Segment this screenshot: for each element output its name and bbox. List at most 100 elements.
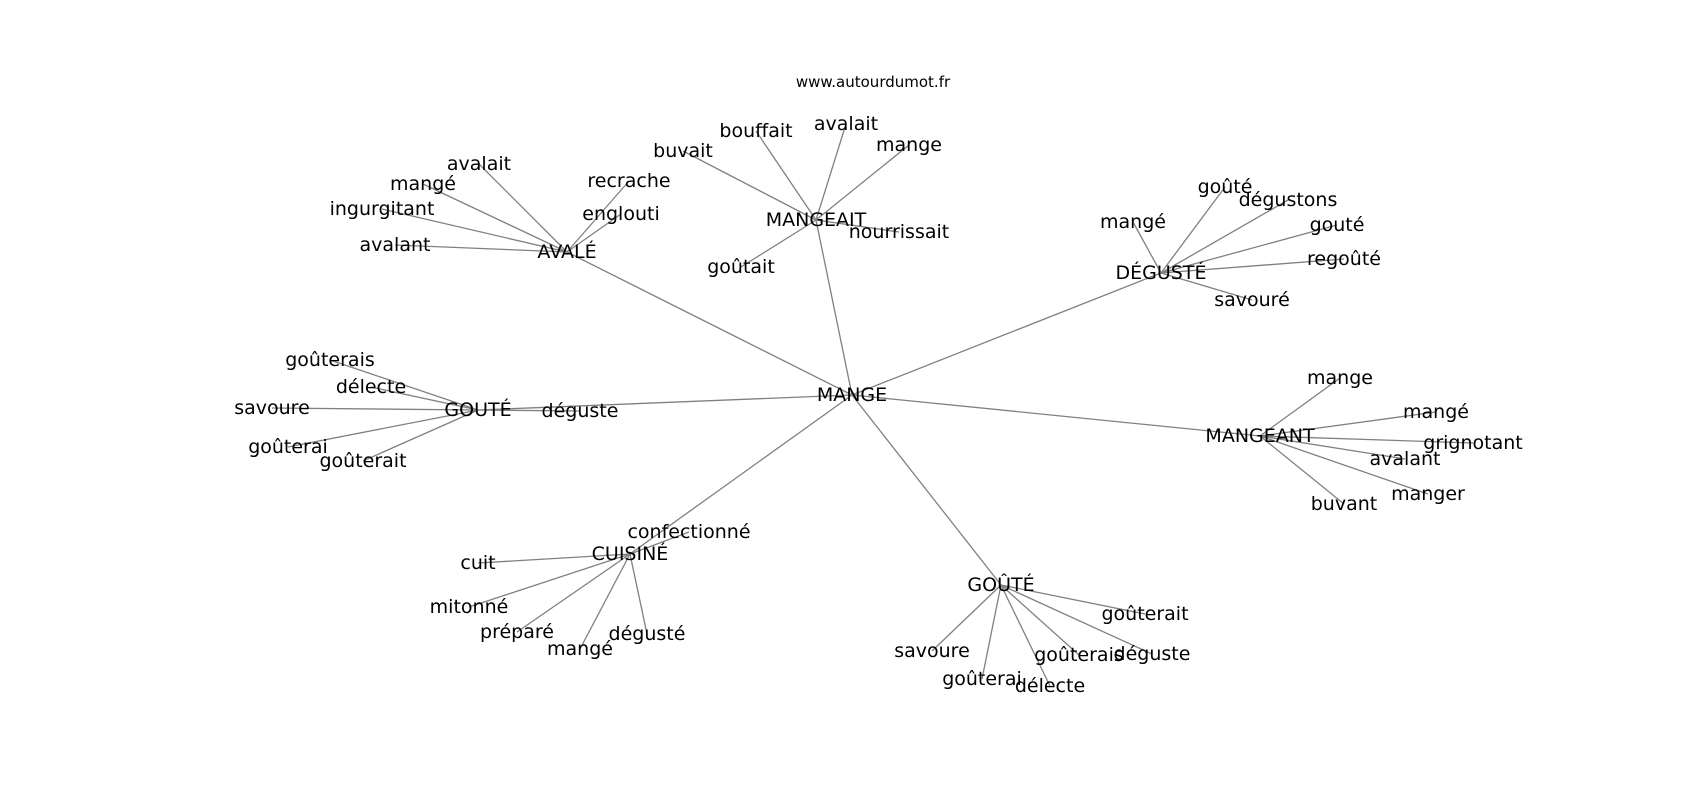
node-leaf: déguste (542, 400, 619, 422)
node-leaf: goûtait (707, 256, 775, 278)
edge-avale-leaf (381, 208, 568, 253)
edge-avale-leaf (394, 244, 568, 253)
node-leaf: confectionné (627, 521, 750, 543)
node-hub-mangeant: MANGEANT (1205, 425, 1315, 447)
edge-mangeait-leaf (815, 219, 900, 233)
node-leaf: mangé (390, 173, 456, 195)
node-leaf: goûterait (319, 450, 406, 472)
node-leaf: savoure (894, 640, 970, 662)
node-hub-mangeait: MANGEAIT (766, 209, 867, 231)
edge-center-goute (477, 394, 853, 411)
node-leaf: avalant (360, 234, 431, 256)
node-hub-deguste: DÉGUSTÉ (1116, 261, 1207, 284)
edge-cuisine-leaf (629, 553, 648, 635)
edge-mangeant-leaf (1259, 377, 1341, 437)
edge-cuisine-leaf (579, 553, 631, 650)
node-leaf: cuit (460, 552, 495, 574)
edge-deguste-leaf (1160, 272, 1253, 301)
node-leaf: déguste (1114, 643, 1191, 665)
edge-center-mangeant (851, 394, 1261, 437)
edge-avale-leaf (566, 213, 622, 253)
node-leaf: goûterais (285, 349, 375, 371)
node-leaf: avalait (814, 113, 878, 135)
edge-deguste-leaf (1132, 221, 1162, 274)
edge-cuisine-leaf (629, 531, 690, 555)
edge-deguste-leaf (1160, 224, 1338, 274)
edge-mangeait-leaf (815, 123, 847, 221)
edge-center-cuisine (629, 394, 853, 555)
node-leaf: goûterai (248, 436, 328, 458)
edge-goute-leaf (370, 386, 479, 411)
graph-edges (271, 123, 1474, 687)
graph-nodes: MANGEAVALÉavalaitmangéingurgitantavalant… (234, 113, 1523, 697)
node-leaf: délecte (336, 376, 406, 398)
node-leaf: buvait (653, 140, 713, 162)
node-leaf: dégusté (609, 623, 686, 645)
edge-deguste-leaf (1160, 258, 1345, 274)
edge-mangeant-leaf (1259, 411, 1437, 437)
node-leaf: goûterait (1101, 603, 1188, 625)
node-leaf: buvant (1311, 493, 1377, 515)
node-leaf: avalait (447, 153, 511, 175)
node-leaf: goûterais (1034, 644, 1124, 666)
node-center-mange: MANGE (817, 384, 887, 406)
node-hub-goute: GOUTÉ (444, 398, 511, 421)
node-leaf: savouré (1214, 289, 1290, 311)
edge-deguste-leaf (1160, 199, 1289, 274)
edge-cuisine-leaf (516, 553, 631, 633)
edge-goute-leaf (329, 359, 479, 411)
edge-mangeant-leaf (1259, 435, 1429, 495)
node-leaf: goûté (1198, 176, 1253, 198)
watermark-text: www.autourdumot.fr (796, 73, 951, 91)
edge-mangeait-leaf (682, 150, 817, 221)
edge-goute-leaf (271, 407, 479, 411)
node-leaf: bouffait (719, 120, 792, 142)
node-leaf: avalant (1370, 448, 1441, 470)
edge-goute-circ-leaf (1000, 584, 1146, 615)
edge-mangeait-leaf (815, 144, 910, 221)
edge-cuisine-leaf (468, 553, 631, 608)
node-leaf: englouti (582, 203, 659, 225)
node-leaf: savoure (234, 397, 310, 419)
edge-goute-leaf (477, 409, 581, 412)
node-leaf: grignotant (1423, 432, 1522, 454)
node-leaf: nourrissait (849, 221, 949, 243)
node-leaf: préparé (480, 621, 554, 643)
edge-goute-circ-leaf (931, 584, 1002, 652)
edge-avale-leaf (422, 183, 568, 253)
node-leaf: regoûté (1307, 248, 1381, 270)
edge-goute-leaf (287, 409, 479, 448)
edge-center-avale (566, 251, 853, 396)
node-leaf: manger (1391, 483, 1465, 505)
edge-goute-leaf (362, 409, 479, 462)
edge-deguste-leaf (1160, 186, 1226, 274)
edge-avale-leaf (566, 180, 630, 253)
node-leaf: recrache (587, 170, 670, 192)
edge-goute-circ-leaf (1000, 584, 1051, 687)
node-hub-goute-circ: GOÛTÉ (967, 572, 1034, 596)
edge-avale-leaf (478, 163, 568, 253)
edge-cuisine-leaf (477, 553, 631, 564)
node-leaf: gouté (1310, 214, 1365, 236)
node-leaf: délecte (1015, 675, 1085, 697)
edge-mangeait-leaf (755, 130, 817, 221)
edge-mangeant-leaf (1259, 435, 1474, 444)
edge-goute-circ-leaf (1000, 584, 1080, 656)
edge-goute-circ-leaf (981, 584, 1002, 680)
node-leaf: mange (876, 134, 942, 156)
edge-mangeait-leaf (740, 219, 817, 268)
node-leaf: mangé (1403, 401, 1469, 423)
node-leaf: mangé (547, 638, 613, 660)
node-hub-avale: AVALÉ (537, 240, 596, 263)
edge-goute-circ-leaf (1000, 584, 1153, 655)
node-leaf: goûterai (942, 668, 1022, 690)
edge-mangeant-leaf (1259, 435, 1406, 460)
node-leaf: mange (1307, 367, 1373, 389)
edge-center-goute-circ (851, 394, 1002, 586)
node-leaf: ingurgitant (330, 198, 435, 220)
edge-center-mangeait (815, 219, 853, 396)
node-leaf: dégustons (1239, 189, 1338, 211)
edge-mangeant-leaf (1259, 435, 1345, 505)
node-leaf: mitonné (430, 596, 509, 618)
